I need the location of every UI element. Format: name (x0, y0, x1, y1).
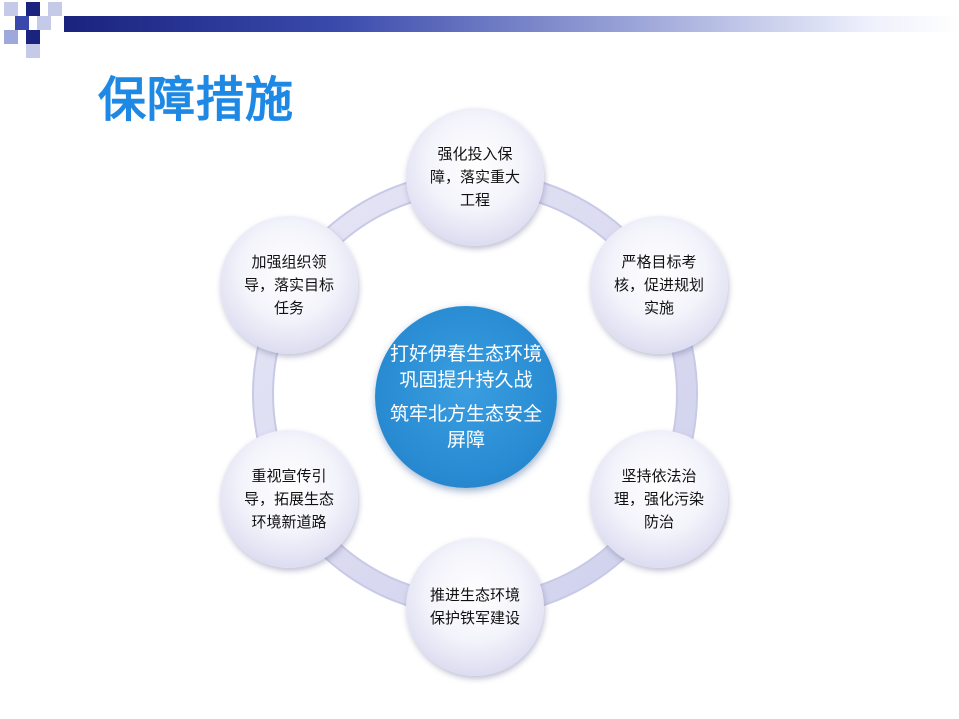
node-label: 坚持依法治理，强化污染防治 (613, 466, 704, 531)
node-label: 严格目标考核，促进规划实施 (613, 252, 704, 317)
node-label: 重视宣传引导，拓展生态环境新道路 (243, 466, 334, 531)
node-label: 强化投入保障，落实重大工程 (429, 144, 520, 209)
center-goal: 打好伊春生态环境巩固提升持久战 筑牢北方生态安全屏障 (375, 306, 557, 488)
corner-decoration (4, 2, 62, 58)
node-team-building: 推进生态环境保护铁军建设 (406, 538, 544, 676)
center-goal-line1: 打好伊春生态环境巩固提升持久战 (389, 343, 542, 391)
node-label: 加强组织领导，落实目标任务 (243, 252, 334, 317)
page-title: 保障措施 (98, 72, 295, 128)
node-assessment: 严格目标考核，促进规划实施 (590, 216, 728, 354)
header-banner (64, 16, 959, 32)
node-governance: 坚持依法治理，强化污染防治 (590, 430, 728, 568)
node-publicity: 重视宣传引导，拓展生态环境新道路 (220, 430, 358, 568)
center-goal-line2: 筑牢北方生态安全屏障 (389, 403, 542, 451)
node-investment: 强化投入保障，落实重大工程 (406, 108, 544, 246)
node-label: 推进生态环境保护铁军建设 (429, 586, 520, 627)
node-leadership: 加强组织领导，落实目标任务 (220, 216, 358, 354)
